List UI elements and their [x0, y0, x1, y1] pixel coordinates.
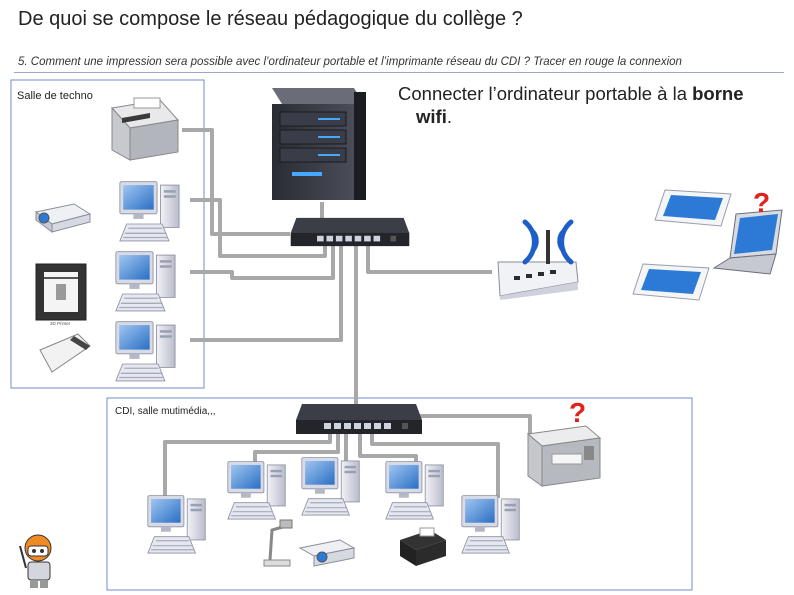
switch-icon: [290, 217, 410, 247]
network-printer-icon: [526, 425, 602, 487]
techno-room-label: Salle de techno: [17, 90, 93, 102]
instruction-callout: Connecter l’ordinateur portable à la bor…: [398, 82, 788, 128]
server-icon: [272, 88, 366, 200]
computer-icon: [385, 460, 444, 520]
computer-icon: [119, 180, 180, 242]
network-cables: [163, 128, 532, 498]
computer-icon: [461, 494, 520, 554]
3d-printer-label: 3D Printer: [50, 321, 71, 326]
question-mark-wifi: ?: [753, 187, 770, 218]
document-camera-icon: [263, 519, 293, 567]
callout-text: Connecter l’ordinateur portable à la: [398, 83, 693, 104]
computer-icon: [115, 250, 176, 312]
robot-mascot-icon: [19, 534, 52, 588]
printer-icon: [111, 97, 179, 161]
projector-icon: [298, 539, 356, 567]
3d-printer-icon: [35, 263, 87, 321]
switch-icon: [296, 404, 422, 434]
computer-icon: [301, 456, 360, 516]
cdi-room-box: [106, 397, 693, 591]
question-mark-printer: ?: [569, 397, 586, 428]
header-divider: [14, 72, 784, 73]
laptop-icon: [712, 209, 783, 275]
interactive-pen-icon: [39, 333, 91, 373]
question-text: 5. Comment une impression sera possible …: [18, 56, 682, 68]
techno-room-box: [10, 79, 205, 389]
computer-icon: [147, 494, 206, 554]
page-title: De quoi se compose le réseau pédagogique…: [18, 8, 523, 30]
computer-icon: [227, 460, 286, 520]
projector-icon: [34, 203, 92, 233]
inkjet-printer-icon: [400, 527, 446, 566]
tablet-icon: [654, 189, 732, 227]
callout-bold-wifi: wifi: [416, 106, 447, 127]
wifi-router-icon: [497, 219, 579, 300]
callout-period: .: [446, 106, 452, 127]
computer-icon: [115, 320, 176, 382]
tablet-icon: [632, 263, 710, 301]
cdi-room-label: CDI, salle mutimédia,,,: [115, 406, 216, 417]
callout-bold-borne: borne: [692, 83, 744, 104]
